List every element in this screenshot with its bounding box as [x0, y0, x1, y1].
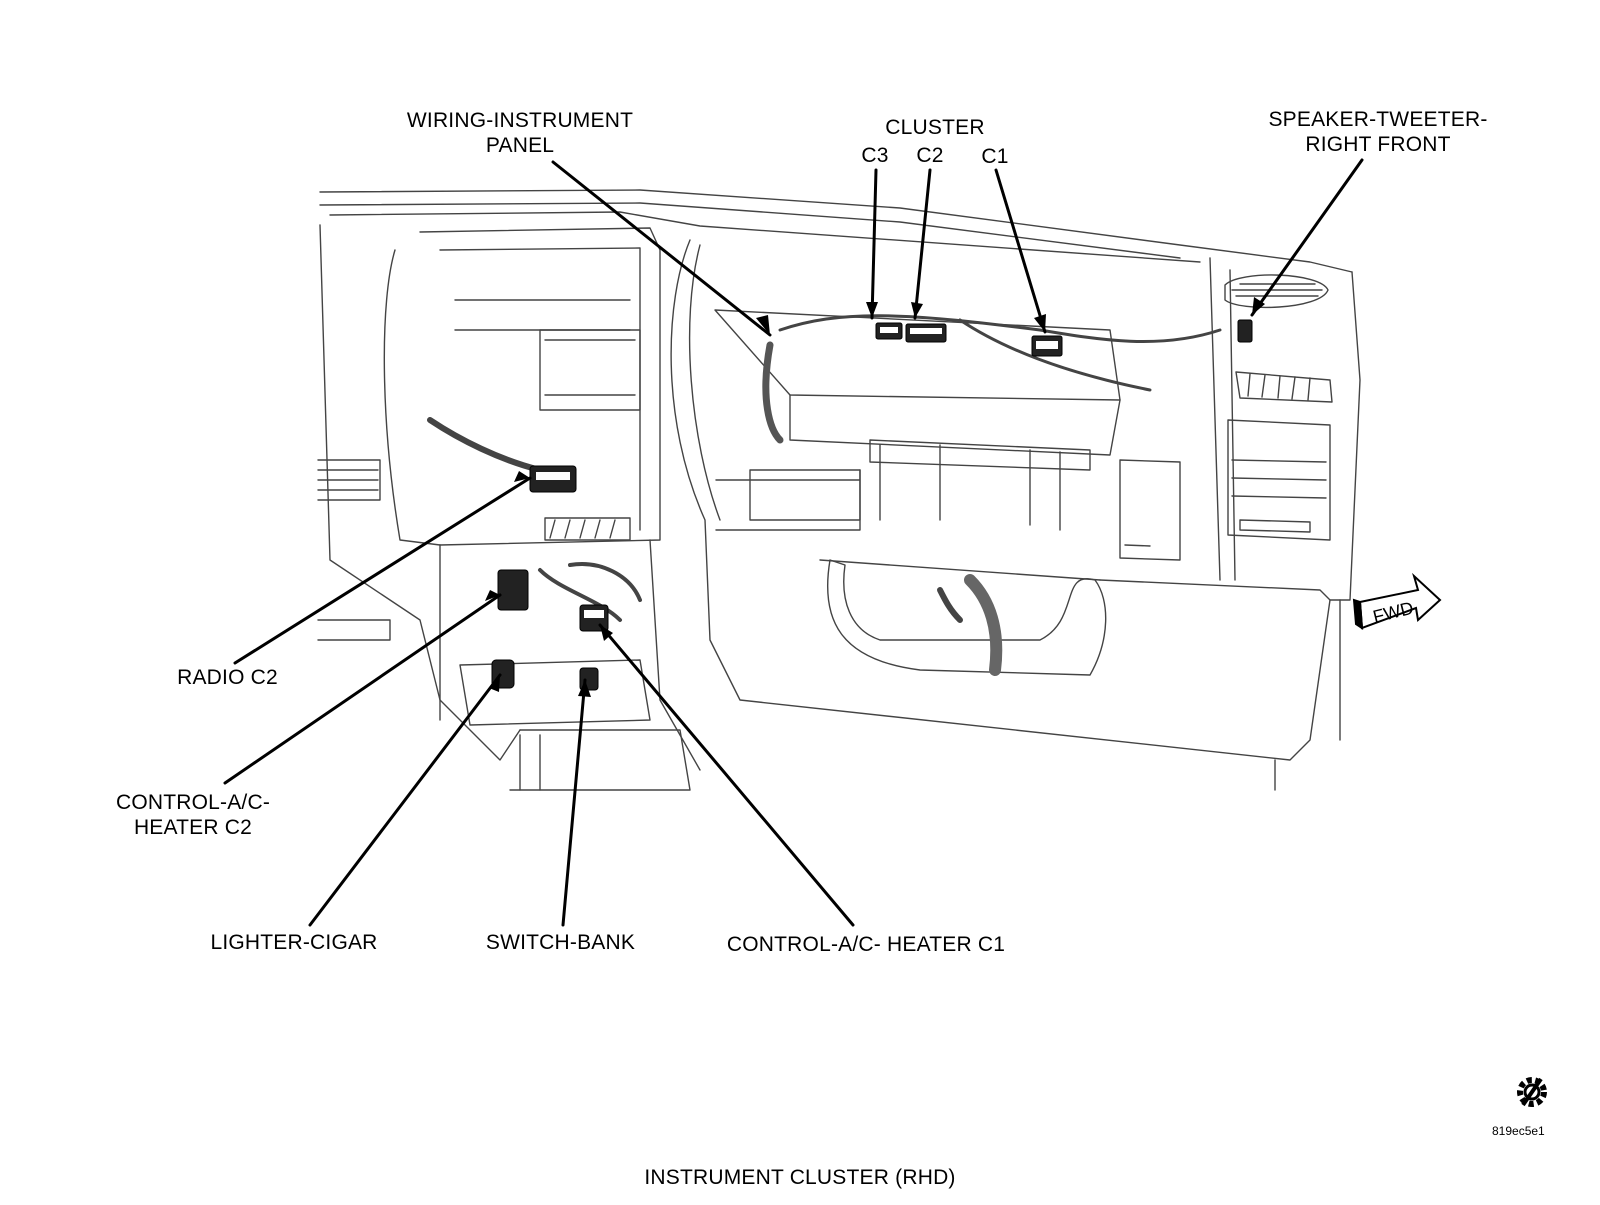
leader-ac-heater-c2 — [223, 593, 502, 785]
label-switch-bank: SWITCH-BANK — [485, 931, 636, 954]
gear-slash-icon — [1517, 1077, 1547, 1107]
leader-ac-heater-c1 — [598, 623, 855, 927]
leader-wiring-instrument-panel — [551, 160, 772, 337]
label-wiring-instrument-panel: WIRING-INSTRUMENT PANEL — [406, 109, 634, 157]
label-control-ac-heater-c2: CONTROL-A/C- HEATER C2 — [115, 791, 271, 839]
leader-radio-c2 — [233, 476, 532, 665]
label-cluster-c3: C3 — [861, 144, 889, 167]
figure-code: 819ec5e1 — [1492, 1124, 1545, 1138]
speaker-grille — [1224, 274, 1329, 309]
tweeter-connector — [1237, 319, 1253, 343]
leader-lighter — [308, 673, 502, 927]
ac-heater-c2-connector — [497, 569, 529, 611]
leader-cluster-c3 — [870, 168, 878, 320]
figure-caption: INSTRUMENT CLUSTER (RHD) — [644, 1166, 956, 1189]
label-speaker-tweeter: SPEAKER-TWEETER- RIGHT FRONT — [1268, 108, 1488, 156]
label-cluster-c2: C2 — [916, 144, 944, 167]
center-stack-frame — [319, 224, 521, 761]
leader-cluster-c2 — [913, 168, 932, 320]
label-control-ac-heater-c1: CONTROL-A/C- HEATER C1 — [726, 933, 1006, 956]
cluster-hood — [670, 239, 1331, 761]
label-cluster-c1: C1 — [981, 145, 1009, 168]
leader-switch-bank — [561, 678, 587, 927]
leader-speaker-tweeter — [1250, 158, 1364, 317]
right-vent — [1235, 371, 1333, 403]
label-cluster: CLUSTER — [885, 116, 985, 139]
wiring-harness — [762, 341, 784, 444]
fwd-arrow-icon: FWD — [1352, 572, 1442, 630]
leader-cluster-c1 — [994, 168, 1047, 334]
label-lighter-cigar: LIGHTER-CIGAR — [210, 931, 378, 954]
label-radio-c2: RADIO C2 — [177, 666, 278, 689]
